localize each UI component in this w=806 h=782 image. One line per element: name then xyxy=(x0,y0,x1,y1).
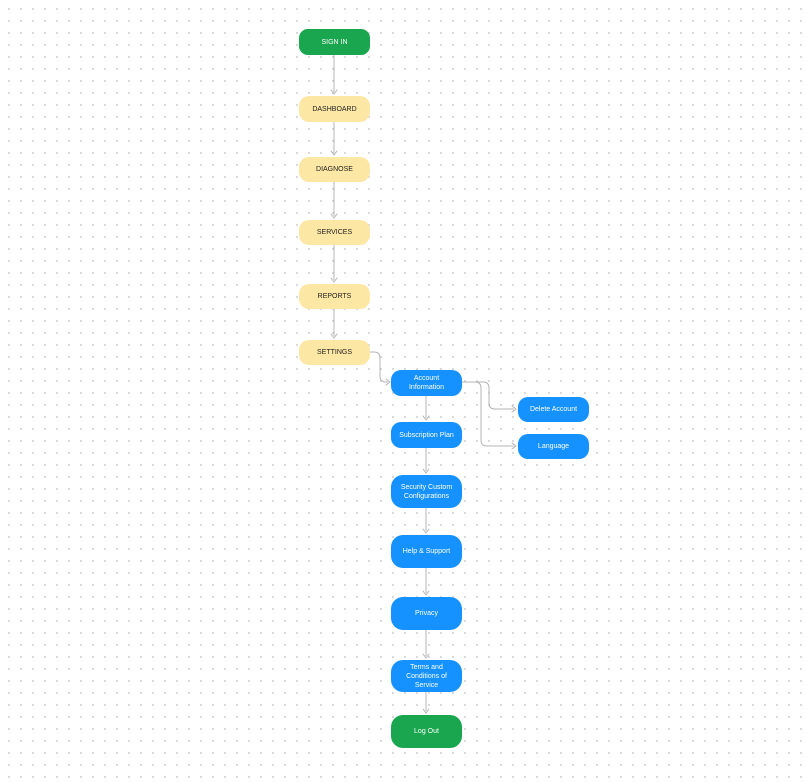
security-custom-configurations-label: Security Custom Configurations xyxy=(400,483,453,500)
account-information-node[interactable]: Account Information xyxy=(391,370,462,396)
connector-account-information-to-language xyxy=(462,381,514,447)
connector-settings-to-account-information xyxy=(370,351,388,383)
reports-label: REPORTS xyxy=(317,293,352,300)
sign-in-label: SIGN IN xyxy=(321,38,348,46)
help-support-label: Help & Support xyxy=(402,548,451,555)
privacy-node[interactable]: Privacy xyxy=(391,597,462,630)
settings-node[interactable]: SETTINGS xyxy=(299,340,370,365)
settings-label: SETTINGS xyxy=(316,349,352,356)
arrowhead-language xyxy=(511,442,517,450)
arrowhead-privacy xyxy=(422,590,430,596)
log-out-label: Log Out xyxy=(414,728,439,735)
privacy-label: Privacy xyxy=(415,610,438,617)
services-label: SERVICES xyxy=(316,229,353,236)
language-label: Language xyxy=(537,443,570,450)
account-information-label: Account Information xyxy=(408,375,445,391)
log-out-node[interactable]: Log Out xyxy=(391,715,462,748)
connector-account-information-to-delete-account xyxy=(462,381,514,410)
sign-in-node[interactable]: SIGN IN xyxy=(299,29,370,55)
arrowhead-account-information xyxy=(385,378,391,386)
language-node[interactable]: Language xyxy=(518,434,589,459)
arrowhead-dashboard xyxy=(330,89,338,95)
reports-node[interactable]: REPORTS xyxy=(299,284,370,309)
delete-account-label: Delete Account xyxy=(529,406,578,413)
subscription-plan-node[interactable]: Subscription Plan xyxy=(391,422,462,448)
arrowhead-help-support xyxy=(422,528,430,534)
dashboard-node[interactable]: DASHBOARD xyxy=(299,96,370,122)
diagnose-node[interactable]: DIAGNOSE xyxy=(299,157,370,182)
diagnose-label: DIAGNOSE xyxy=(316,166,353,173)
security-custom-configurations-node[interactable]: Security Custom Configurations xyxy=(391,475,462,508)
arrowhead-services xyxy=(330,213,338,219)
arrowhead-log-out xyxy=(422,708,430,714)
arrowhead-terms xyxy=(422,653,430,659)
dashboard-label: DASHBOARD xyxy=(312,105,357,113)
terms-and-conditions-node[interactable]: Terms and Conditions of Service xyxy=(391,660,462,692)
arrowhead-diagnose xyxy=(330,150,338,156)
arrowhead-delete-account xyxy=(511,405,517,413)
services-node[interactable]: SERVICES xyxy=(299,220,370,245)
arrowhead-security xyxy=(422,468,430,474)
arrowhead-subscription-plan xyxy=(422,415,430,421)
subscription-plan-label: Subscription Plan xyxy=(399,431,454,439)
arrowhead-settings xyxy=(330,333,338,339)
terms-and-conditions-label: Terms and Conditions of Service xyxy=(406,663,447,689)
delete-account-node[interactable]: Delete Account xyxy=(518,397,589,422)
arrowhead-reports xyxy=(330,277,338,283)
help-support-node[interactable]: Help & Support xyxy=(391,535,462,568)
